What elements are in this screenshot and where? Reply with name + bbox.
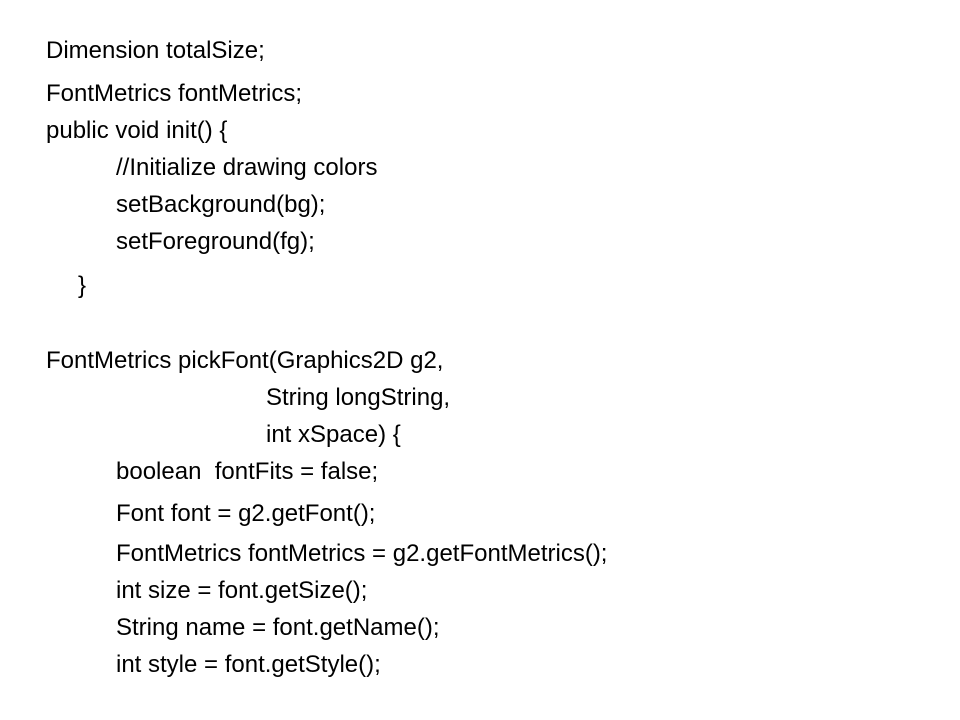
code-line: setBackground(bg); xyxy=(116,191,326,218)
code-line: public void init() { xyxy=(46,117,228,144)
code-line: FontMetrics pickFont(Graphics2D g2, xyxy=(46,347,444,374)
code-line: Dimension totalSize; xyxy=(46,37,265,64)
code-line: int style = font.getStyle(); xyxy=(116,651,381,678)
code-line: String name = font.getName(); xyxy=(116,614,440,641)
code-line: Font font = g2.getFont(); xyxy=(116,500,376,527)
code-line: //Initialize drawing colors xyxy=(116,154,378,181)
code-line: setForeground(fg); xyxy=(116,228,315,255)
code-line: int size = font.getSize(); xyxy=(116,577,368,604)
code-line: FontMetrics fontMetrics = g2.getFontMetr… xyxy=(116,540,608,567)
code-line: int xSpace) { xyxy=(266,421,401,448)
code-line: boolean fontFits = false; xyxy=(116,458,379,485)
code-line: String longString, xyxy=(266,384,451,411)
code-line: FontMetrics fontMetrics; xyxy=(46,80,303,107)
code-line: } xyxy=(78,272,87,299)
